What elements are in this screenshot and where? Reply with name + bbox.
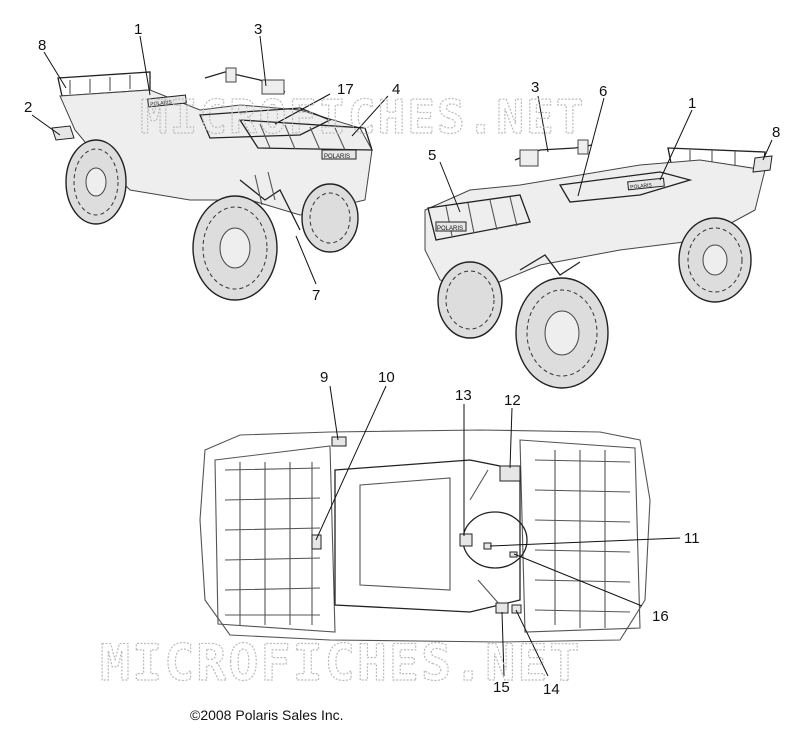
callout-13: 13 — [455, 387, 472, 404]
callout-4: 4 — [392, 81, 400, 98]
callout-5: 5 — [428, 147, 436, 164]
callout-12: 12 — [504, 392, 521, 409]
callout-3-right: 3 — [531, 79, 539, 96]
watermark-bottom: MICROFICHES.NET — [100, 634, 582, 692]
callout-2: 2 — [24, 99, 32, 116]
top-leaders — [315, 385, 681, 677]
front-decal-text: POLARIS — [324, 154, 350, 160]
callout-7: 7 — [312, 287, 320, 304]
callout-15: 15 — [493, 679, 510, 696]
callout-10: 10 — [378, 369, 395, 386]
atv-left-view: POLARIS POLARIS — [51, 67, 373, 301]
atv-right-view: POLARIS POLARIS — [424, 139, 773, 389]
callout-9: 9 — [320, 369, 328, 386]
callout-8-right: 8 — [772, 124, 780, 141]
right-fender-decal-text: POLARIS — [630, 182, 653, 190]
copyright-text: ©2008 Polaris Sales Inc. — [190, 707, 344, 723]
right-leaders — [439, 95, 773, 213]
callout-17: 17 — [337, 81, 354, 98]
callout-1-left: 1 — [134, 21, 142, 38]
left-leaders — [31, 35, 389, 285]
callout-1-right: 1 — [688, 95, 696, 112]
right-front-decal-text: POLARIS — [437, 226, 463, 232]
callout-11: 11 — [684, 530, 700, 547]
watermark-top: MICROFICHES.NET — [140, 90, 585, 144]
atv-top-view — [199, 429, 651, 643]
callout-14: 14 — [543, 681, 560, 698]
callout-16: 16 — [652, 608, 669, 625]
callout-8-left: 8 — [38, 37, 46, 54]
callout-3-left: 3 — [254, 21, 262, 38]
callout-6: 6 — [599, 83, 607, 100]
fender-decal-text: POLARIS — [150, 99, 173, 107]
